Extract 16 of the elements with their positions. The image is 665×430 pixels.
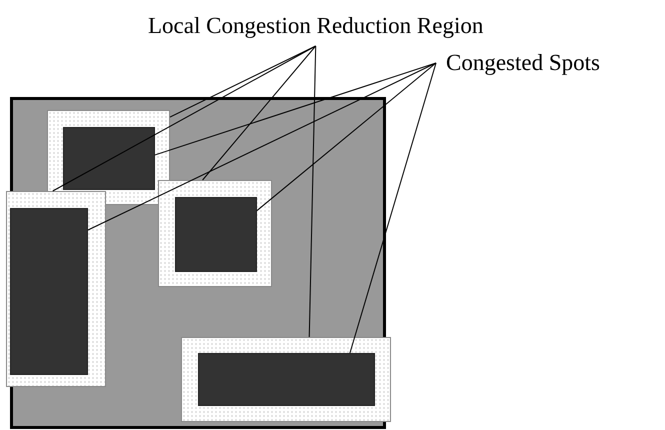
leader-line bbox=[349, 62, 436, 354]
reduction-region bbox=[158, 180, 272, 287]
leader-line bbox=[308, 46, 316, 338]
congested-spot bbox=[198, 353, 375, 406]
spot-label: Congested Spots bbox=[446, 50, 606, 76]
leader-line bbox=[202, 46, 316, 180]
leader-line bbox=[88, 62, 436, 230]
leader-line bbox=[154, 62, 436, 156]
leader-line bbox=[256, 62, 436, 212]
reduction-region bbox=[181, 337, 391, 422]
leader-line bbox=[170, 46, 316, 118]
congested-spot bbox=[175, 197, 257, 272]
congested-spot bbox=[63, 127, 155, 190]
congested-spot bbox=[10, 208, 88, 375]
reduction-region bbox=[6, 191, 106, 387]
region-label: Local Congestion Reduction Region bbox=[148, 13, 484, 39]
